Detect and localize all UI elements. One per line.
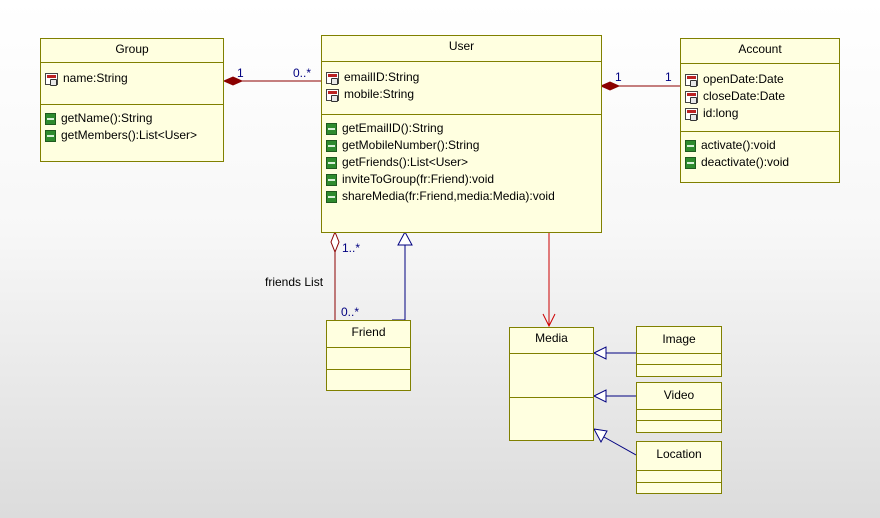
location-class[interactable]: Location: [636, 441, 722, 494]
operations-compartment: getEmailID():String getMobileNumber():St…: [322, 114, 601, 205]
attributes-compartment: [510, 353, 593, 397]
attribute-row[interactable]: name:String: [45, 70, 223, 87]
operations-compartment: [327, 369, 410, 390]
user-multiplicity: 0..*: [293, 66, 312, 80]
class-name: Image: [662, 332, 696, 346]
media-class[interactable]: Media: [509, 327, 594, 441]
friend-multiplicity: 0..*: [341, 305, 360, 319]
operations-compartment: [637, 420, 721, 432]
attributes-compartment: [327, 347, 410, 369]
class-name: Group: [115, 42, 149, 56]
video-class[interactable]: Video: [636, 382, 722, 433]
class-name: Media: [535, 331, 568, 345]
class-name: Friend: [351, 325, 386, 339]
attribute-row[interactable]: id:long: [685, 105, 839, 122]
operations-compartment: [510, 397, 593, 440]
generalization-arrowhead: [592, 346, 607, 360]
attributes-compartment: openDate:Date closeDate:Date id:long: [681, 63, 839, 131]
operation-row[interactable]: getFriends():List<User>: [326, 154, 601, 171]
field-icon: [685, 73, 698, 87]
association-role-label: friends List: [265, 275, 324, 289]
operations-compartment: getName():String getMembers():List<User>: [41, 104, 223, 144]
method-icon: [685, 139, 696, 152]
attribute-row[interactable]: openDate:Date: [685, 71, 839, 88]
field-icon: [326, 88, 339, 102]
attribute-row[interactable]: emailID:String: [326, 69, 601, 86]
operation-row[interactable]: getEmailID():String: [326, 120, 601, 137]
method-icon: [326, 173, 337, 186]
generalization-arrowhead: [397, 230, 413, 246]
attributes-compartment: emailID:String mobile:String: [322, 61, 601, 114]
account-class[interactable]: Account openDate:Date closeDate:Date id:…: [680, 38, 840, 183]
generalization-arrowhead: [592, 389, 607, 403]
group-class[interactable]: Group name:String getName():String getMe…: [40, 38, 224, 162]
composition-diamond: [599, 81, 621, 91]
group-multiplicity: 1: [237, 66, 244, 80]
attribute-row[interactable]: closeDate:Date: [685, 88, 839, 105]
class-name: User: [448, 39, 475, 53]
attributes-compartment: [637, 470, 721, 482]
method-icon: [45, 129, 56, 142]
attributes-compartment: [637, 353, 721, 364]
composition-diamond: [222, 76, 244, 86]
operation-row[interactable]: inviteToGroup(fr:Friend):void: [326, 171, 601, 188]
attribute-row[interactable]: mobile:String: [326, 86, 601, 103]
image-class[interactable]: Image: [636, 326, 722, 377]
class-name: Account: [738, 42, 782, 56]
method-icon: [326, 156, 337, 169]
friend-user-generalization-line[interactable]: [392, 245, 406, 321]
field-icon: [326, 71, 339, 85]
method-icon: [45, 112, 56, 125]
operation-row[interactable]: shareMedia(fr:Friend,media:Media):void: [326, 188, 601, 205]
user-class[interactable]: User emailID:String mobile:String getEma…: [321, 35, 602, 233]
user-multiplicity: 1: [615, 70, 622, 84]
generalization-arrowhead: [593, 428, 608, 444]
field-icon: [685, 90, 698, 104]
operation-row[interactable]: deactivate():void: [685, 154, 839, 171]
method-icon: [685, 156, 696, 169]
dependency-arrowhead: [542, 313, 556, 328]
method-icon: [326, 139, 337, 152]
field-icon: [45, 72, 58, 86]
field-icon: [685, 107, 698, 121]
operation-row[interactable]: activate():void: [685, 137, 839, 154]
operation-row[interactable]: getMembers():List<User>: [45, 127, 223, 144]
attributes-compartment: [637, 409, 721, 420]
operation-row[interactable]: getName():String: [45, 110, 223, 127]
operations-compartment: [637, 482, 721, 493]
class-name: Location: [656, 447, 702, 461]
friend-class[interactable]: Friend: [326, 320, 411, 391]
class-name: Video: [663, 388, 695, 402]
user-multiplicity: 1..*: [342, 241, 361, 255]
location-media-generalization-line[interactable]: [603, 436, 637, 456]
account-multiplicity: 1: [665, 70, 672, 84]
method-icon: [326, 190, 337, 203]
aggregation-diamond: [330, 230, 340, 254]
operation-row[interactable]: getMobileNumber():String: [326, 137, 601, 154]
method-icon: [326, 122, 337, 135]
operations-compartment: activate():void deactivate():void: [681, 131, 839, 171]
attributes-compartment: name:String: [41, 62, 223, 104]
operations-compartment: [637, 364, 721, 376]
